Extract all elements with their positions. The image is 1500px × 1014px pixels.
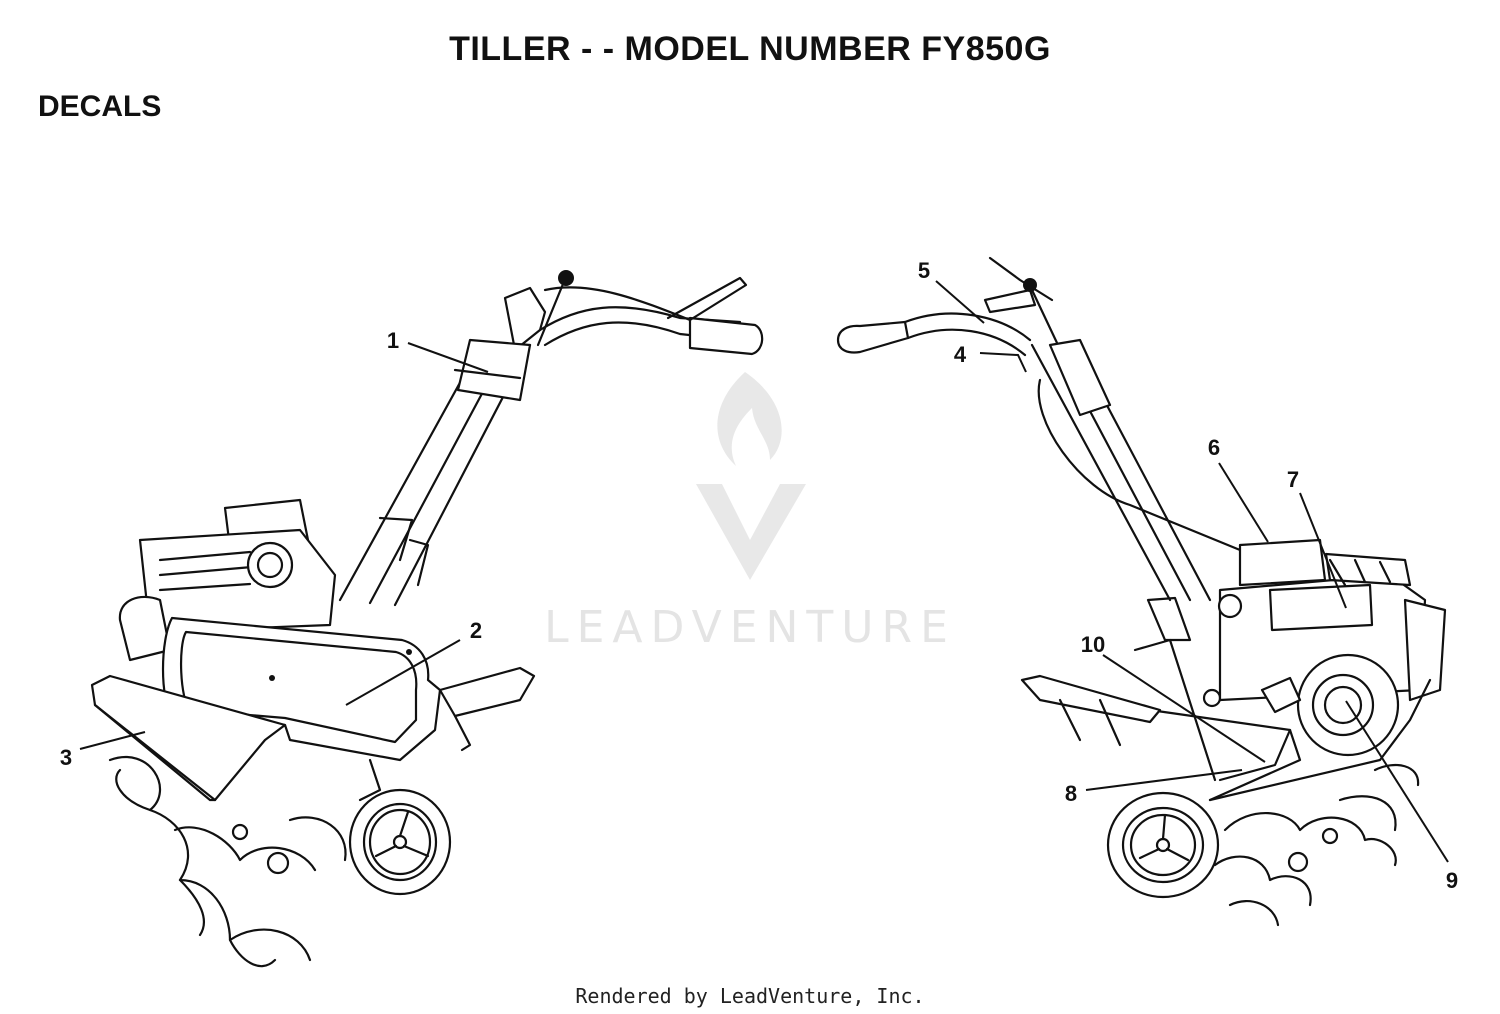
footer-credit: Rendered by LeadVenture, Inc.: [575, 984, 925, 1008]
right-tiller-drawing: [836, 256, 1447, 927]
callout-2: 2: [470, 618, 482, 643]
callout-leaders: [79, 280, 1449, 863]
page-title: TILLER - - MODEL NUMBER FY850G: [449, 30, 1051, 68]
callout-5: 5: [918, 258, 930, 283]
watermark-logo-icon: [696, 372, 806, 580]
callout-9: 9: [1446, 868, 1458, 893]
callout-6: 6: [1208, 435, 1220, 460]
callout-1: 1: [387, 328, 399, 353]
section-title: DECALS: [38, 90, 162, 123]
watermark-text: LEADVENTURE: [544, 602, 956, 653]
callout-4: 4: [954, 342, 967, 367]
callout-8: 8: [1065, 781, 1077, 806]
left-tiller-drawing: [90, 270, 764, 968]
callout-7: 7: [1287, 467, 1299, 492]
callout-10: 10: [1081, 632, 1105, 657]
callout-labels: 1 2 3 4 5 6 7 8 9 10: [60, 258, 1458, 893]
callout-3: 3: [60, 745, 72, 770]
